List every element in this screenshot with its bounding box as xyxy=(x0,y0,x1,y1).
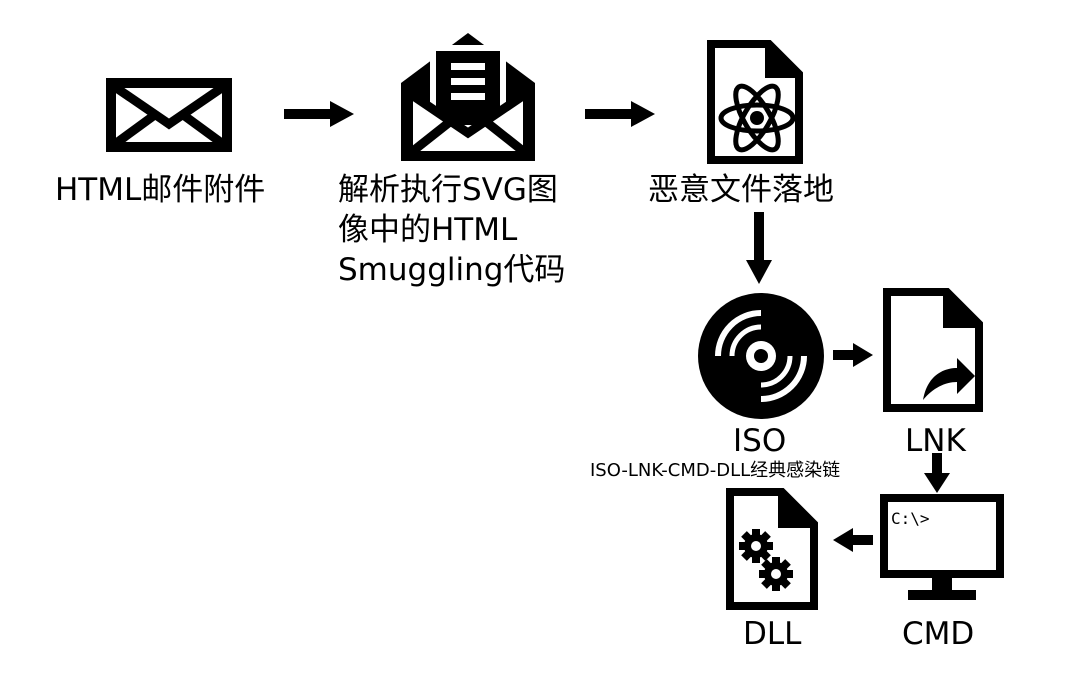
svg-parse-label-line-1: 解析执行SVG图 xyxy=(338,172,558,208)
envelope-icon xyxy=(106,78,232,152)
malicious-file-label: 恶意文件落地 xyxy=(648,172,834,208)
iso-label: ISO xyxy=(733,423,787,459)
arrow-right-icon xyxy=(585,101,655,127)
atom-document-icon xyxy=(707,40,803,164)
arrow-down-icon xyxy=(746,212,772,284)
monitor-icon xyxy=(880,494,1004,606)
shortcut-file-icon xyxy=(883,288,983,412)
svg-parse-label: 解析执行SVG图 像中的HTML Smuggling代码 xyxy=(338,170,565,290)
email-label: HTML邮件附件 xyxy=(55,172,266,208)
disc-icon xyxy=(696,291,826,421)
gears-file-icon xyxy=(726,488,818,610)
arrow-right-icon xyxy=(833,343,873,367)
open-envelope-letter-icon xyxy=(401,33,535,161)
arrow-left-icon xyxy=(833,528,873,552)
dll-label: DLL xyxy=(743,616,802,652)
svg-parse-label-line-3: Smuggling代码 xyxy=(338,252,566,288)
cmd-screen-text: C:\> xyxy=(891,509,930,528)
arrow-right-icon xyxy=(284,101,354,127)
arrow-down-icon xyxy=(924,453,950,493)
svg-parse-label-line-2: 像中的HTML xyxy=(338,212,518,248)
cmd-label: CMD xyxy=(902,616,975,652)
chain-caption: ISO-LNK-CMD-DLL经典感染链 xyxy=(590,460,841,481)
